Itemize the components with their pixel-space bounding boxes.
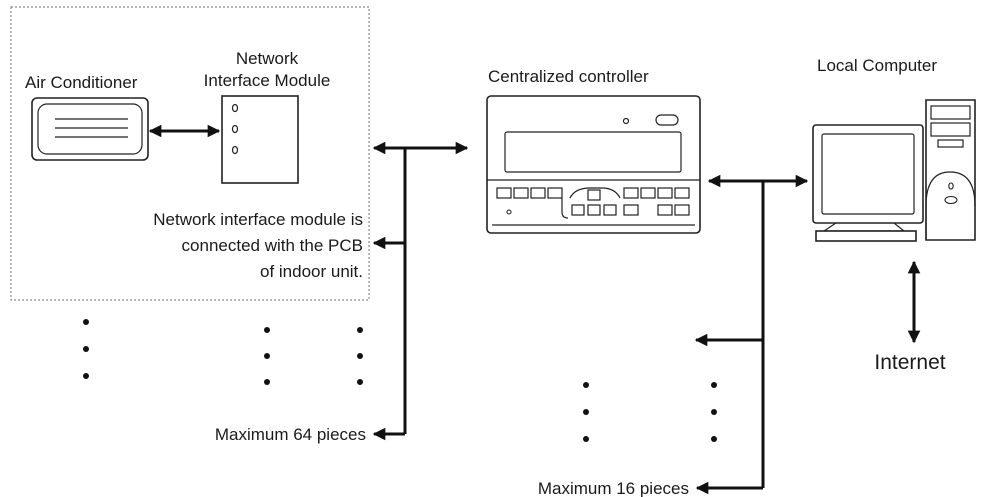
computer-monitor-icon [812,124,924,242]
indoor-unit-group [10,6,370,301]
max-16-label: Maximum 16 pieces [538,479,689,497]
air-conditioner-icon [31,97,149,161]
air-conditioner-label: Air Conditioner [25,73,138,92]
centralized-controller-icon [486,95,701,234]
note-text: connected with the PCB [182,236,363,255]
ellipsis-dots [83,319,363,385]
network-interface-module-label: Interface Module [204,71,331,90]
network-interface-module-icon [221,95,299,184]
outdoor-bus [694,174,809,495]
computer-tower-icon [925,99,976,241]
network-interface-module-label: Network [236,49,299,68]
ellipsis-dots [583,382,717,442]
centralized-controller-label: Centralized controller [488,67,649,86]
indoor-bus [372,141,469,441]
local-computer-label: Local Computer [817,56,937,75]
note-text: Network interface module is [153,210,363,229]
internet-label: Internet [874,351,945,374]
note-text: of indoor unit. [260,262,363,281]
max-64-label: Maximum 64 pieces [215,425,366,444]
